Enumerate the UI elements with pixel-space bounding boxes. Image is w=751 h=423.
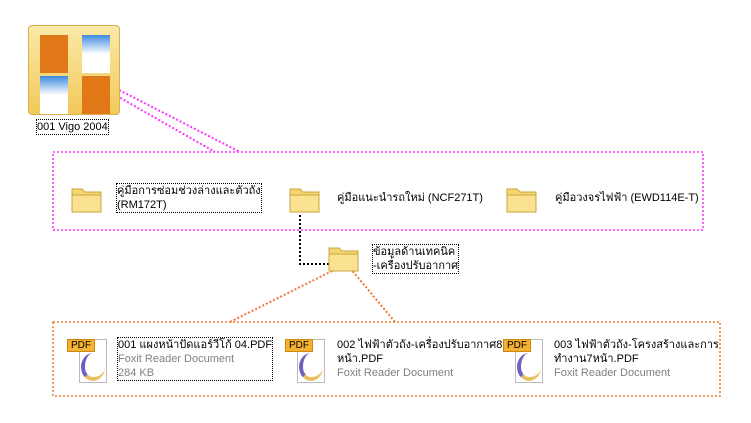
pdf-badge: PDF: [503, 339, 531, 352]
folder-icon[interactable]: [70, 181, 104, 215]
pdf-badge: PDF: [285, 339, 313, 352]
folder-label[interactable]: คู่มือการซ่อมช่วงล่างและตัวถัง(RM172T): [116, 183, 262, 213]
folder-icon[interactable]: [288, 181, 322, 215]
subfolder-icon[interactable]: [327, 240, 361, 274]
pdf-badge: PDF: [67, 339, 95, 352]
folder-icon[interactable]: [505, 181, 539, 215]
pdf-file-icon[interactable]: PDF: [67, 337, 107, 383]
pdf-file-icon[interactable]: PDF: [503, 337, 543, 383]
root-folder-label[interactable]: 001 Vigo 2004: [36, 119, 109, 135]
folder-thumbnail-icon: [28, 25, 120, 115]
pdf-file-icon[interactable]: PDF: [285, 337, 325, 383]
root-folder[interactable]: [26, 21, 120, 115]
folder-label[interactable]: คู่มือแนะนำรถใหม่ (NCF271T): [337, 192, 483, 204]
subfolder-label[interactable]: ข้อมูลด้านเทคนิค-เครื่องปรับอากาศ: [371, 244, 460, 274]
folder-label[interactable]: คู่มือวงจรไฟฟ้า (EWD114E-T): [555, 192, 699, 204]
file-label[interactable]: 003 ไฟฟ้าตัวถัง-โครงสร้างและการทำงาน7หน้…: [554, 339, 719, 379]
